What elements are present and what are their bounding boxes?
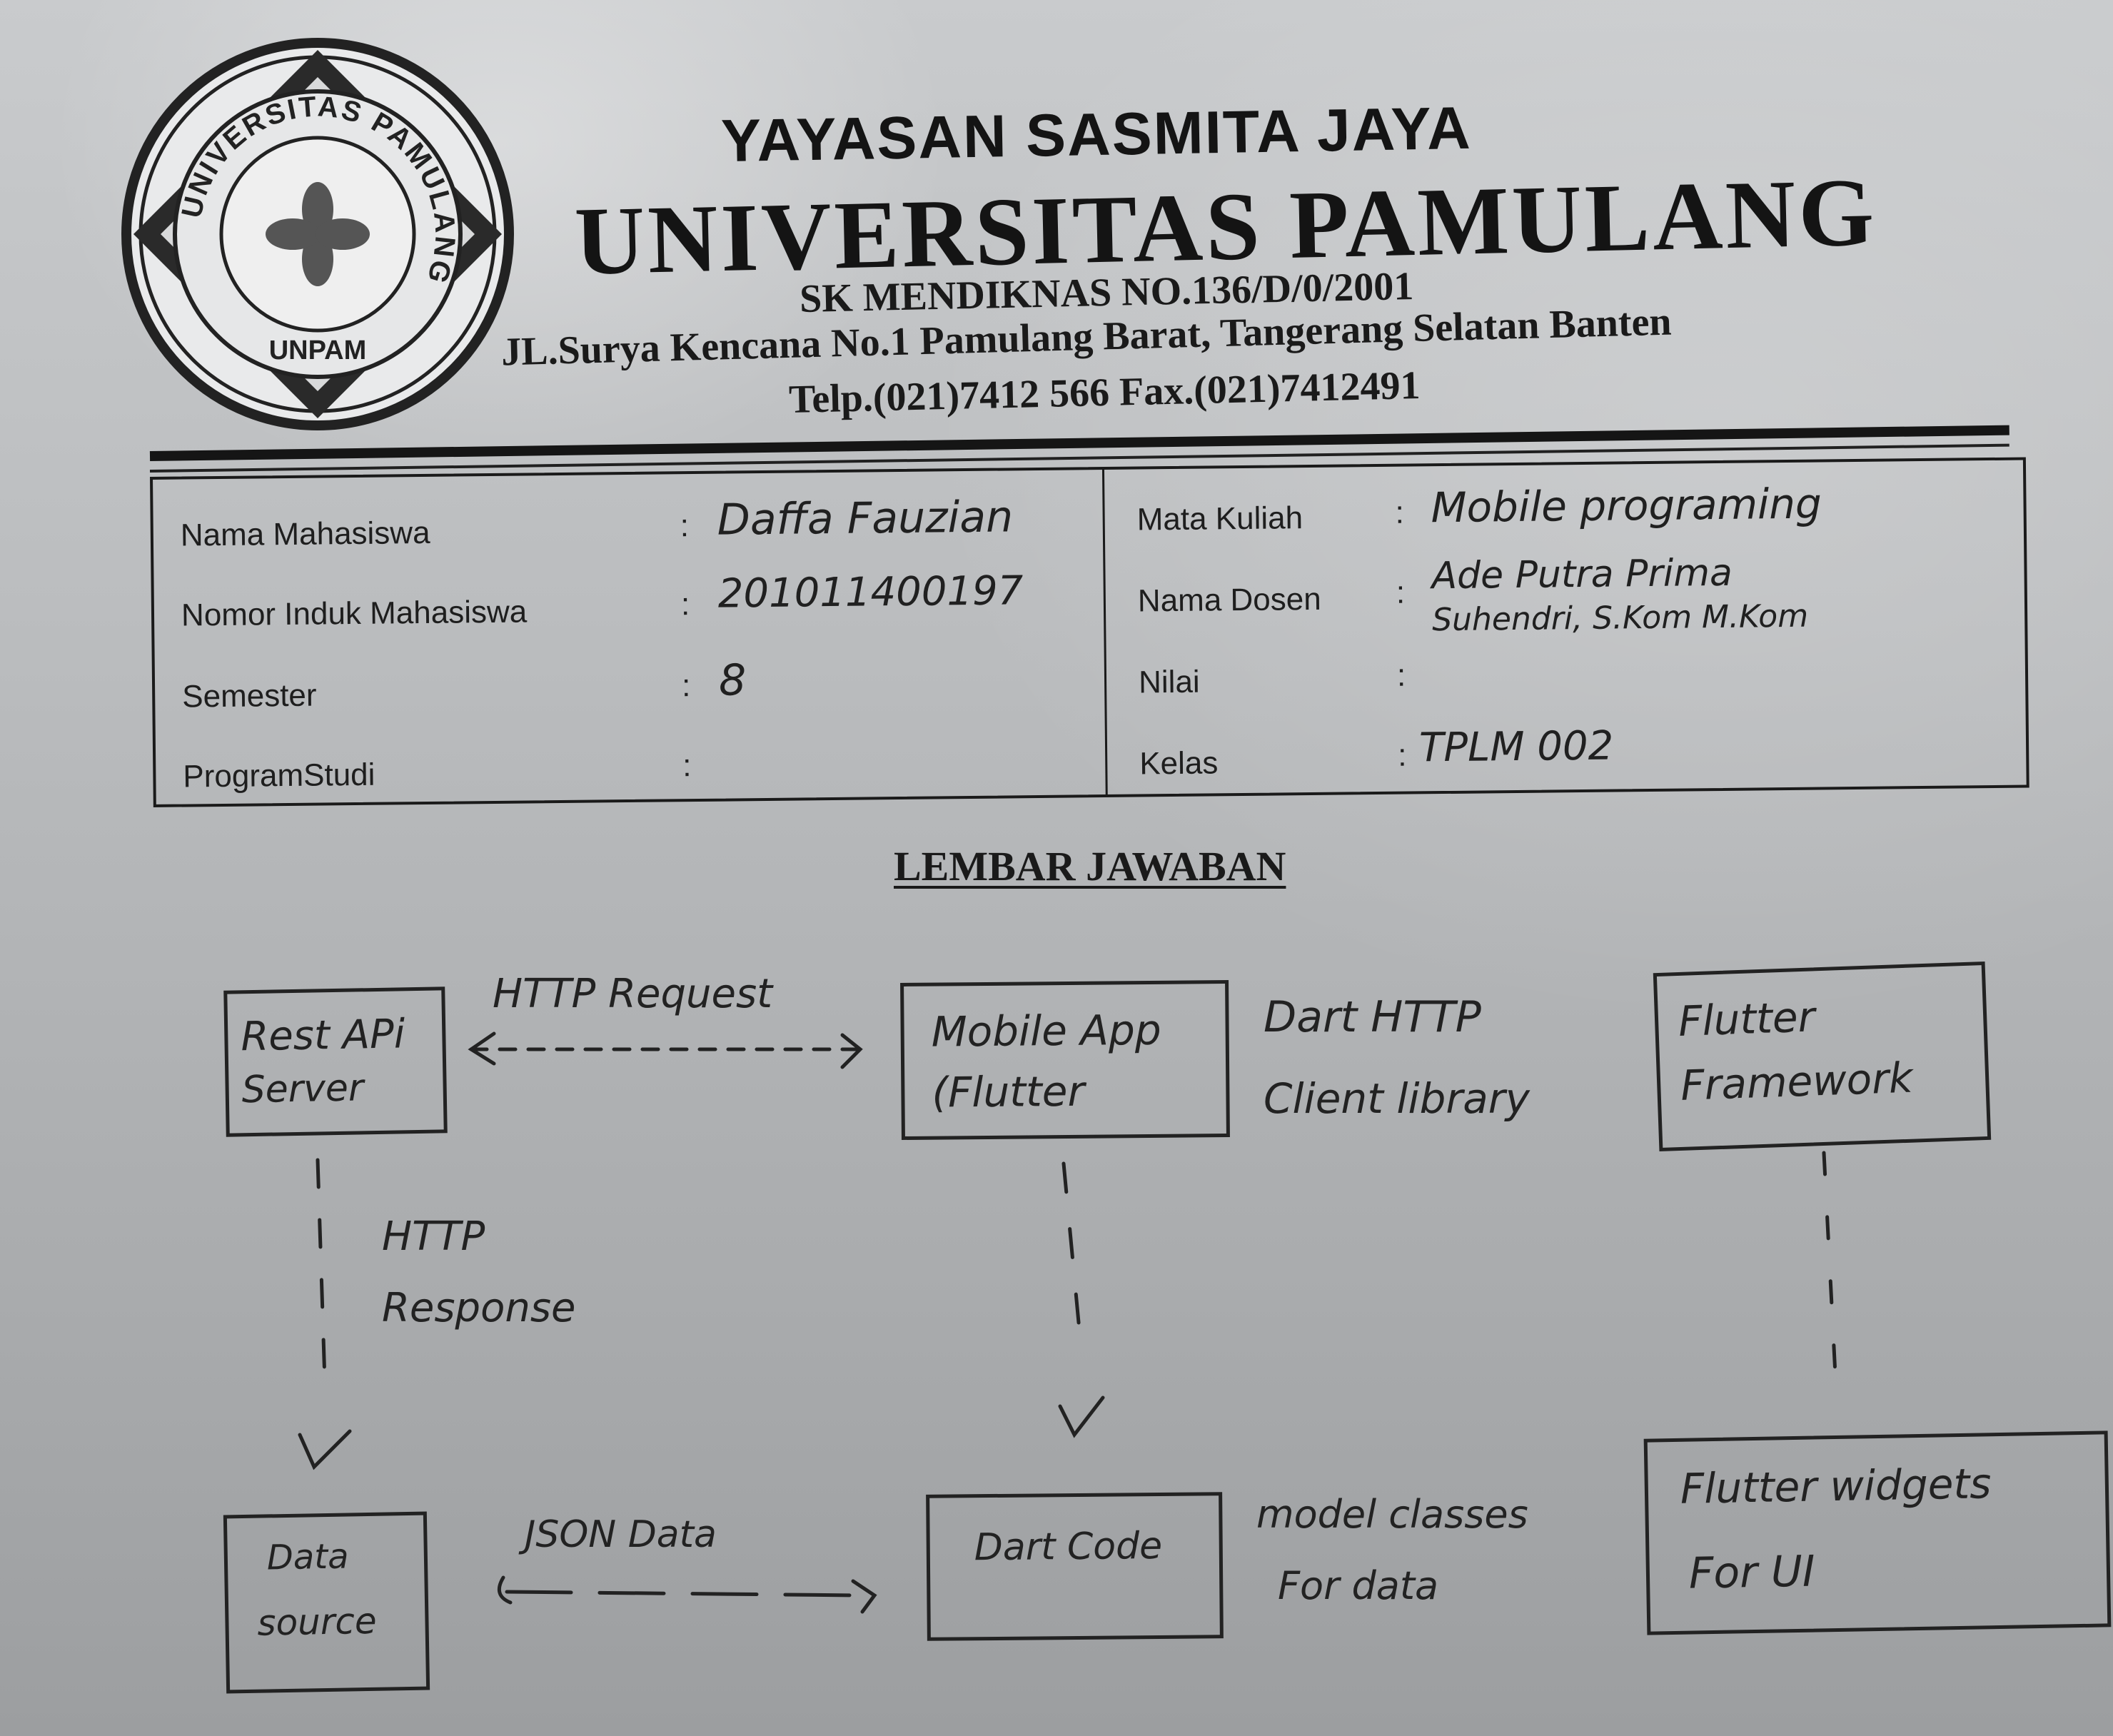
box-rest-api-server: Rest APi Server	[223, 986, 448, 1137]
framework-line1: Flutter	[1677, 992, 1816, 1046]
arrow-head-down-middle	[1058, 1396, 1105, 1438]
dart-code-label: Dart Code	[974, 1524, 1163, 1570]
answer-sheet-title: LEMBAR JAWABAN	[894, 843, 1286, 889]
arrow-head-down-left	[298, 1429, 352, 1470]
arrow-framework-to-widgets	[1822, 1151, 1838, 1391]
label-model-classes-line2: For data	[1278, 1563, 1439, 1608]
framework-line2: Framework	[1680, 1053, 1914, 1110]
arrow-json-data	[505, 1590, 862, 1598]
mobile-app-line2: (Flutter	[932, 1066, 1085, 1117]
widgets-line2: For UI	[1688, 1546, 1816, 1599]
label-dart-http-line1: Dart HTTP	[1264, 992, 1481, 1042]
data-source-line1: Data	[266, 1536, 349, 1578]
mobile-app-line1: Mobile App	[931, 1005, 1161, 1056]
label-json-data: JSON Data	[525, 1513, 717, 1556]
box-flutter-widgets: Flutter widgets For UI	[1643, 1430, 2112, 1635]
label-dart-http-line2: Client library	[1264, 1074, 1530, 1123]
rest-api-line2: Server	[241, 1066, 364, 1112]
arrow-head-right	[840, 1033, 863, 1069]
rest-api-line1: Rest APi	[240, 1011, 405, 1061]
arrow-head-json-left	[497, 1575, 513, 1605]
box-dart-code: Dart Code	[926, 1492, 1224, 1641]
label-http-response-line1: HTTP	[382, 1213, 485, 1260]
widgets-line1: Flutter widgets	[1680, 1459, 1992, 1513]
label-model-classes-line1: model classes	[1256, 1492, 1528, 1537]
university-seal-logo: UNIVERSITAS PAMULANG UNPAM	[121, 38, 514, 430]
arrow-head-left	[468, 1031, 496, 1066]
data-source-line2: source	[256, 1600, 378, 1644]
box-flutter-framework: Flutter Framework	[1653, 961, 1992, 1152]
arrow-head-json-right	[851, 1579, 877, 1614]
label-http-response-line2: Response	[382, 1285, 576, 1331]
box-mobile-app: Mobile App (Flutter	[900, 979, 1230, 1141]
arrow-app-to-dart	[1061, 1161, 1084, 1355]
arrow-http-response	[316, 1158, 327, 1383]
seal-bottom-text: UNPAM	[269, 335, 367, 365]
box-data-source: Data source	[223, 1511, 430, 1694]
label-http-request: HTTP Request	[493, 971, 773, 1017]
